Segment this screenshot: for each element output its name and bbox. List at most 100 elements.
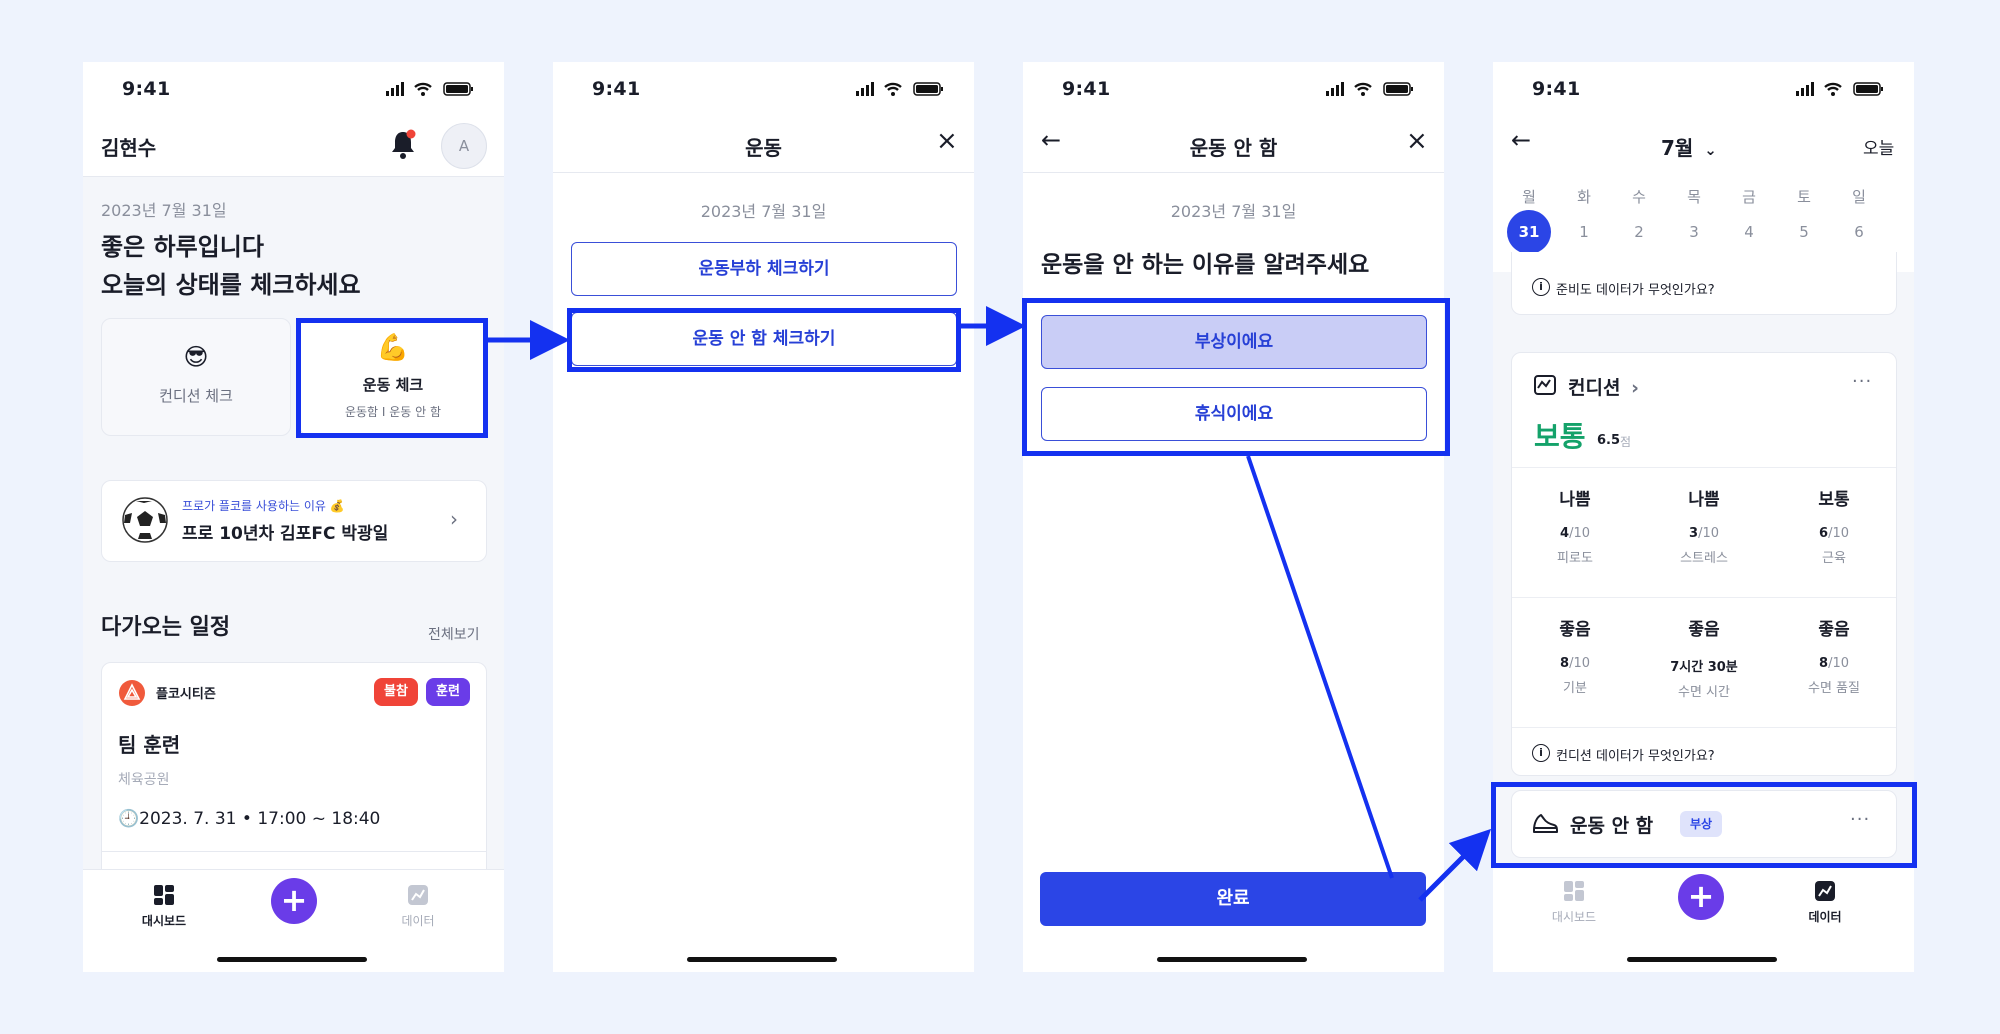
team-logo-icon bbox=[119, 680, 145, 706]
metric-level: 좋음 bbox=[1688, 620, 1720, 640]
condition-check-card[interactable]: 😎 컨디션 체크 bbox=[101, 318, 291, 436]
metric-score: 7시간 30분 bbox=[1649, 656, 1759, 675]
metric-score: 6/10 bbox=[1779, 526, 1889, 541]
home-indicator bbox=[687, 957, 837, 962]
chevron-down-icon: ⌄ bbox=[1704, 141, 1717, 159]
data-chart-icon[interactable] bbox=[407, 884, 429, 906]
condition-check-label: 컨디션 체크 bbox=[159, 387, 233, 405]
home-indicator bbox=[1157, 957, 1307, 962]
metric-label: 수면 시간 bbox=[1678, 685, 1730, 700]
date-label: 2023년 7월 31일 bbox=[1170, 202, 1297, 221]
user-name: 김현수 bbox=[101, 136, 157, 160]
month-selector[interactable]: 7월 ⌄ bbox=[1661, 132, 1717, 161]
team-name: 플코시티즌 bbox=[156, 687, 216, 702]
weekday-label: 수 bbox=[1632, 188, 1646, 206]
condition-title: 컨디션 bbox=[1568, 377, 1621, 399]
weekday-label: 일 bbox=[1852, 188, 1866, 206]
metric-label: 수면 품질 bbox=[1808, 681, 1860, 696]
see-all-link[interactable]: 전체보기 bbox=[428, 627, 480, 643]
dashboard-icon[interactable] bbox=[1563, 880, 1585, 902]
weekday-label: 목 bbox=[1687, 188, 1701, 206]
date-item[interactable]: 3 bbox=[1689, 223, 1699, 241]
metric-item: 보통 6/10 근육 bbox=[1779, 485, 1889, 566]
promo-title: 프로 10년차 김포FC 박광일 bbox=[182, 524, 389, 544]
condition-title-link[interactable]: 컨디션 › bbox=[1568, 373, 1639, 400]
date-selected[interactable]: 31 bbox=[1507, 210, 1551, 254]
event-title: 팀 훈련 bbox=[118, 733, 181, 757]
date-item[interactable]: 2 bbox=[1634, 223, 1644, 241]
metric-value: 6 bbox=[1819, 526, 1829, 541]
add-button[interactable]: + bbox=[271, 878, 317, 924]
badge-training: 훈련 bbox=[426, 678, 470, 706]
today-button[interactable]: 오늘 bbox=[1863, 139, 1895, 159]
no-exercise-card[interactable]: 운동 안 함 부상 ··· bbox=[1511, 790, 1897, 858]
greeting-line1: 좋은 하루입니다 bbox=[101, 233, 264, 261]
back-arrow-icon[interactable]: ← bbox=[1041, 126, 1062, 154]
event-time: 🕘2023. 7. 31 • 17:00 ~ 18:40 bbox=[118, 809, 381, 829]
metric-max: /10 bbox=[1828, 656, 1849, 671]
readiness-info-link[interactable]: 준비도 데이터가 무엇인가요? bbox=[1556, 283, 1715, 298]
tab-data[interactable]: 데이터 bbox=[401, 914, 435, 928]
badge-absent: 불참 bbox=[374, 678, 418, 706]
condition-score: 6.5 bbox=[1597, 433, 1621, 448]
metric-label: 근육 bbox=[1822, 551, 1846, 566]
muscle-icon: 💪 bbox=[376, 333, 410, 363]
more-icon[interactable]: ··· bbox=[1852, 371, 1873, 392]
weekday-label: 토 bbox=[1797, 188, 1811, 206]
injury-option[interactable]: 부상이에요 bbox=[1041, 315, 1427, 369]
home-indicator bbox=[1627, 957, 1777, 962]
dashboard-icon[interactable] bbox=[153, 884, 175, 906]
tab-dashboard[interactable]: 대시보드 bbox=[141, 914, 187, 928]
event-card[interactable]: 플코시티즌 불참 훈련 팀 훈련 체육공원 🕘2023. 7. 31 • 17:… bbox=[101, 662, 487, 904]
dashboard-screen: 9:41 김현수 A 2023년 7월 31일 좋은 하루입니다 오늘의 상태를… bbox=[83, 62, 504, 972]
more-icon[interactable]: ··· bbox=[1850, 809, 1871, 830]
date-item[interactable]: 1 bbox=[1579, 223, 1589, 241]
metric-value: 4 bbox=[1560, 526, 1570, 541]
avatar[interactable]: A bbox=[441, 123, 487, 169]
status-time: 9:41 bbox=[1532, 78, 1581, 100]
promo-banner[interactable]: 프로가 플코를 사용하는 이유 💰 프로 10년차 김포FC 박광일 › bbox=[101, 480, 487, 562]
page-title: 운동 안 함 bbox=[1189, 136, 1278, 160]
exercise-check-sub: 운동함 I 운동 안 함 bbox=[344, 405, 442, 419]
load-check-button[interactable]: 운동부하 체크하기 bbox=[571, 242, 957, 296]
date-item[interactable]: 5 bbox=[1799, 223, 1809, 241]
info-icon: i bbox=[1532, 744, 1550, 762]
event-place: 체육공원 bbox=[118, 772, 170, 788]
no-exercise-title: 운동 안 함 bbox=[1570, 815, 1654, 837]
metric-max: /10 bbox=[1698, 526, 1719, 541]
metric-value: 8 bbox=[1560, 656, 1570, 671]
highlight-reason-options bbox=[1022, 298, 1450, 456]
injury-badge: 부상 bbox=[1680, 811, 1722, 837]
data-chart-icon[interactable] bbox=[1814, 880, 1836, 902]
condition-info-link[interactable]: 컨디션 데이터가 무엇인가요? bbox=[1556, 749, 1715, 764]
add-button[interactable]: + bbox=[1678, 874, 1724, 920]
date-item[interactable]: 4 bbox=[1744, 223, 1754, 241]
info-icon: i bbox=[1532, 278, 1550, 296]
metric-value: 7시간 30분 bbox=[1670, 660, 1738, 675]
metric-score: 3/10 bbox=[1649, 526, 1759, 541]
done-button[interactable]: 완료 bbox=[1040, 872, 1426, 926]
metric-level: 보통 bbox=[1818, 490, 1850, 510]
date-item[interactable]: 6 bbox=[1854, 223, 1864, 241]
metric-level: 좋음 bbox=[1559, 620, 1591, 640]
weekday-label: 월 bbox=[1522, 188, 1536, 206]
bottom-tab-bar: 대시보드 + 데이터 bbox=[1493, 867, 1914, 972]
condition-chart-icon bbox=[1534, 375, 1556, 395]
metric-value: 3 bbox=[1689, 526, 1699, 541]
bell-icon[interactable] bbox=[389, 128, 417, 160]
highlight-no-exercise-button bbox=[567, 308, 961, 372]
page-title: 운동 bbox=[745, 136, 782, 160]
tab-data[interactable]: 데이터 bbox=[1808, 910, 1842, 924]
back-arrow-icon[interactable]: ← bbox=[1511, 126, 1532, 154]
status-time: 9:41 bbox=[122, 78, 171, 100]
close-icon[interactable]: × bbox=[1406, 126, 1428, 156]
greeting-line2: 오늘의 상태를 체크하세요 bbox=[101, 271, 361, 299]
metric-level: 좋음 bbox=[1818, 620, 1850, 640]
question-text: 운동을 안 하는 이유를 알려주세요 bbox=[1041, 252, 1370, 278]
tab-dashboard[interactable]: 대시보드 bbox=[1551, 910, 1597, 924]
rest-option[interactable]: 휴식이에요 bbox=[1041, 387, 1427, 441]
close-icon[interactable]: × bbox=[936, 126, 958, 156]
